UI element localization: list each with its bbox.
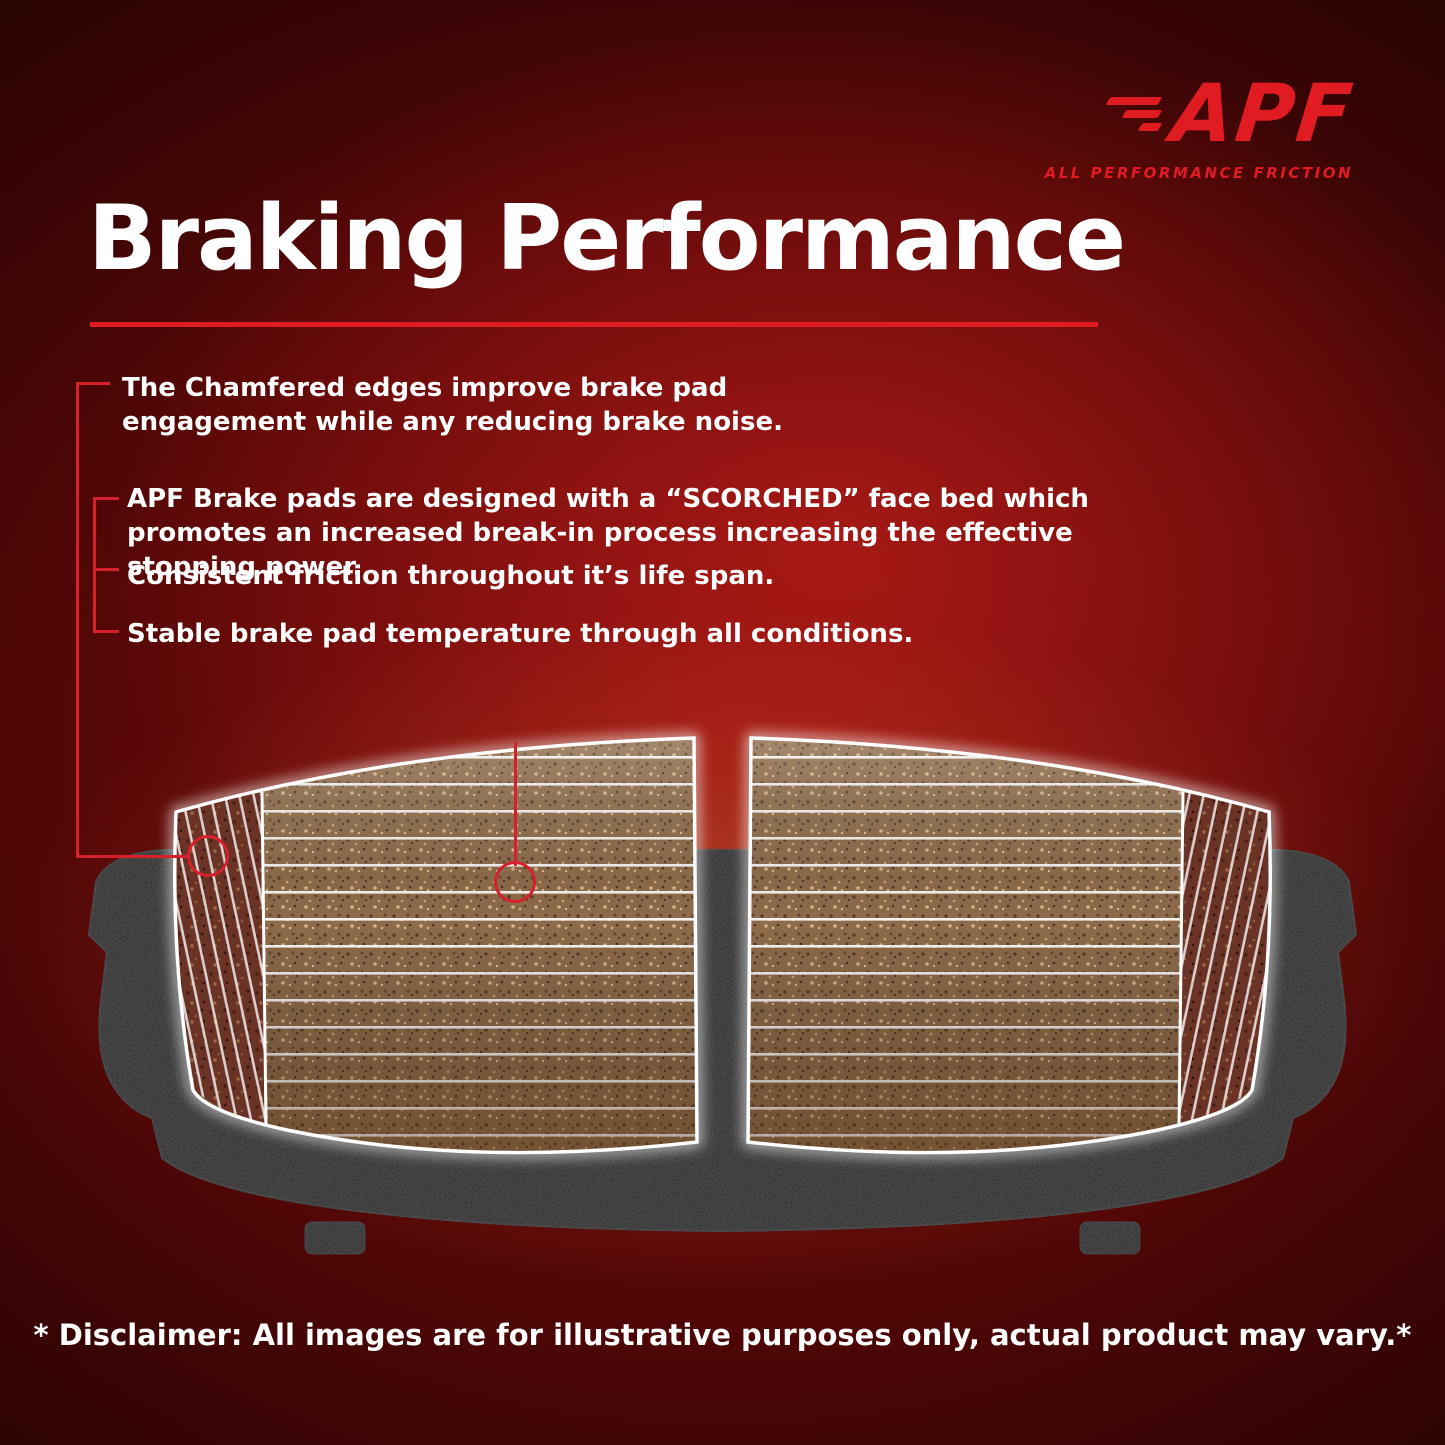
callout-tick-friction (93, 568, 119, 571)
callout-line-scorched-vertical (514, 742, 517, 866)
callout-tick-scorched (93, 497, 119, 500)
logo-tagline: ALL PERFORMANCE FRICTION (1044, 164, 1353, 182)
chamfer-target-circle-icon (187, 835, 229, 877)
right-brake-pad (746, 736, 1272, 1155)
left-brake-pad (173, 736, 699, 1155)
callout-line-chamfer-vertical (76, 382, 79, 858)
callout-line-chamfer-horizontal (76, 855, 190, 858)
title-underline (90, 322, 1098, 327)
bullet-consistent-friction: Consistent friction throughout it’s life… (127, 561, 775, 591)
bullet-stable-temperature: Stable brake pad temperature through all… (127, 619, 914, 649)
right-chamfer-edge (1177, 791, 1271, 1127)
left-chamfer-edge (174, 791, 268, 1127)
disclaimer-text: * Disclaimer: All images are for illustr… (33, 1318, 1412, 1352)
bullet-chamfered-edges: The Chamfered edges improve brake pad en… (122, 373, 783, 437)
bullet-scorched-face: APF Brake pads are designed with a “SCOR… (127, 484, 1089, 582)
logo-text: APF (1166, 67, 1358, 160)
scorched-target-circle-icon (494, 861, 536, 903)
callout-tick-temperature (93, 630, 119, 633)
speed-lines-icon (1105, 92, 1163, 136)
apf-logo: APF ALL PERFORMANCE FRICTION (1044, 67, 1358, 182)
callout-tick-chamfer (76, 382, 110, 385)
page-title: Braking Performance (88, 186, 1126, 291)
callout-bracket-bullets (93, 497, 96, 633)
